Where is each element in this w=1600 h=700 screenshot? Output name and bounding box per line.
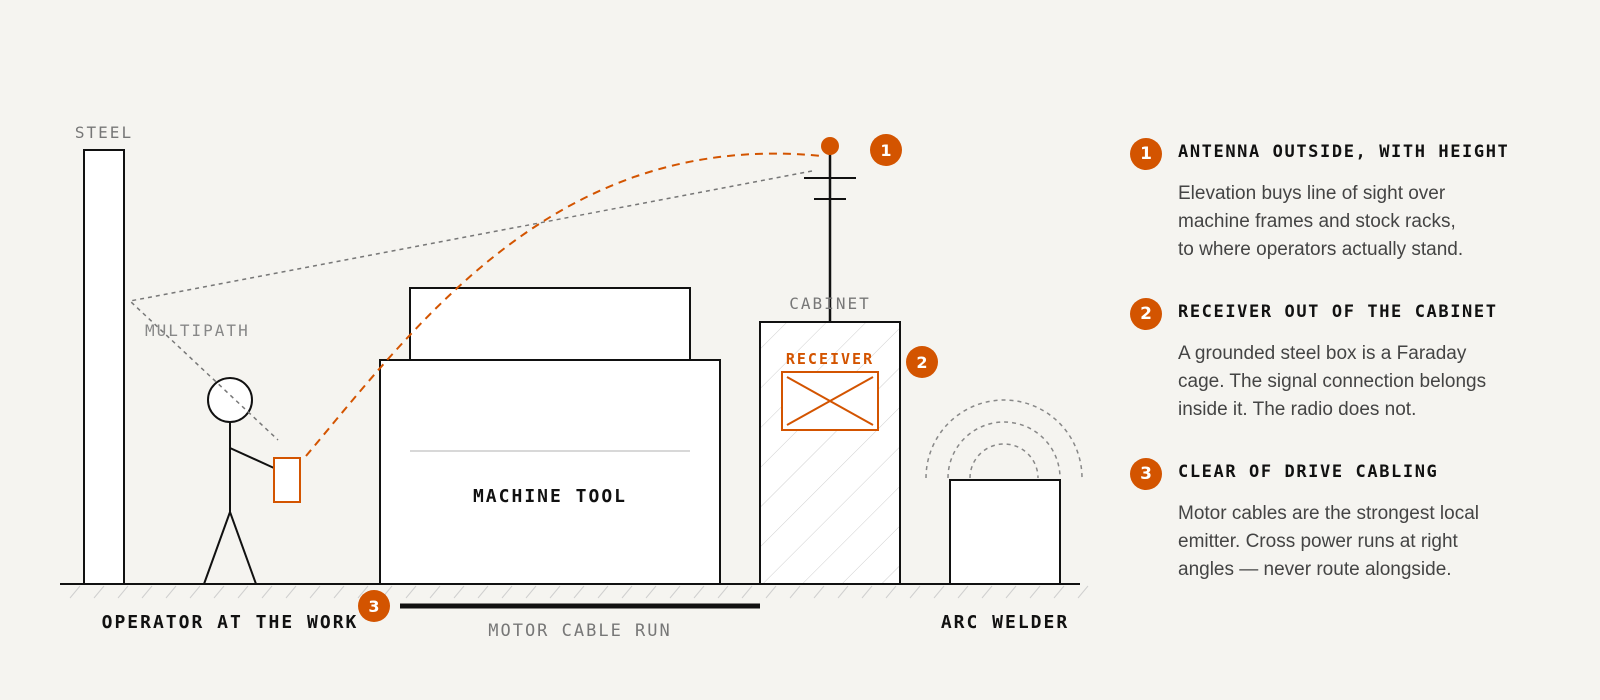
callout-title: RECEIVER OUT OF THE CABINET xyxy=(1178,302,1498,322)
direct-signal-path xyxy=(305,152,823,457)
svg-text:2: 2 xyxy=(916,353,927,372)
machine-tool-top xyxy=(409,287,691,361)
callout-title: CLEAR OF DRIVE CABLING xyxy=(1178,462,1439,482)
callout-body: Elevation buys line of sight over machin… xyxy=(1178,183,1464,260)
cabinet-hatch xyxy=(761,323,899,583)
callout-number-badge: 2 xyxy=(1130,298,1162,330)
arc-welder-label: ARC WELDER xyxy=(941,612,1069,633)
marker-3: 3 xyxy=(358,590,390,622)
marker-1: 1 xyxy=(870,134,902,166)
ground-hatching xyxy=(69,585,1089,599)
receiver-cross-b xyxy=(786,376,874,426)
callout-title: ANTENNA OUTSIDE, WITH HEIGHT xyxy=(1178,142,1510,162)
multipath-label: MULTIPATH xyxy=(145,321,250,340)
svg-text:3: 3 xyxy=(368,597,379,616)
callout-number-badge: 1 xyxy=(1130,138,1162,170)
svg-text:1: 1 xyxy=(880,141,891,160)
operator-label: OPERATOR AT THE WORK xyxy=(102,612,359,633)
steel-label: STEEL xyxy=(75,123,133,142)
motor-cable-run-label: MOTOR CABLE RUN xyxy=(488,621,672,641)
machine-tool-label: MACHINE TOOL xyxy=(473,486,627,507)
callout-number-badge: 3 xyxy=(1130,458,1162,490)
receiver-label: RECEIVER xyxy=(786,350,874,368)
callout-body: A grounded steel box is a Faraday cage. … xyxy=(1178,343,1487,420)
machine-tool-body xyxy=(379,359,721,585)
antenna-tip xyxy=(821,137,839,155)
handheld-device xyxy=(273,457,301,503)
steel-column xyxy=(83,149,125,585)
callout-body: Motor cables are the strongest local emi… xyxy=(1178,503,1479,580)
operator-figure xyxy=(203,377,275,585)
factory-radio-diagram: STEEL MACHINE TOOL CABINET RECEIVER ARC … xyxy=(60,123,1089,641)
cabinet-label: CABINET xyxy=(789,294,870,313)
arc-welder-body xyxy=(949,479,1061,585)
marker-2: 2 xyxy=(906,346,938,378)
arc-welder-emission-icon xyxy=(925,399,1083,479)
